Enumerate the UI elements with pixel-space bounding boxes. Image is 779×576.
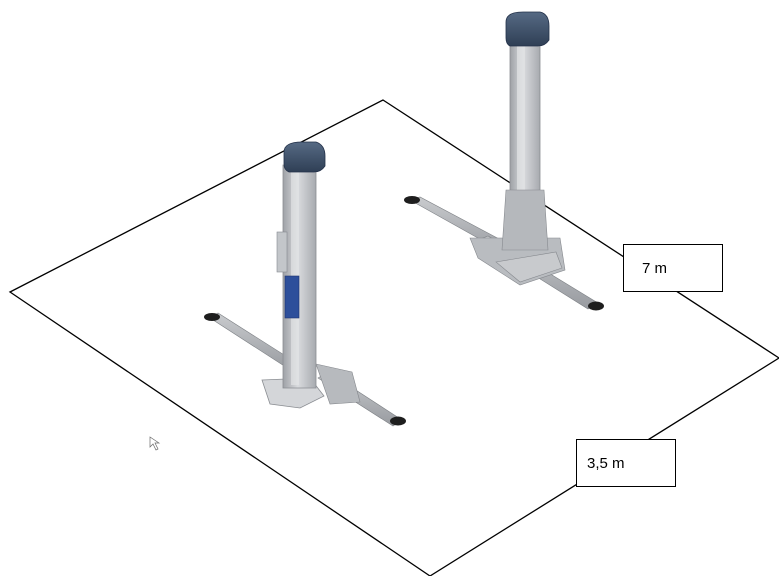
depth-dimension-label: 3,5 m bbox=[576, 439, 676, 487]
floor-footprint-outline bbox=[8, 99, 779, 576]
back-left-pad bbox=[404, 196, 420, 204]
front-lift-column bbox=[204, 141, 406, 427]
back-column-cap bbox=[505, 11, 550, 47]
back-lift-column bbox=[404, 11, 604, 311]
front-right-pad bbox=[390, 416, 406, 426]
back-lift-arms bbox=[404, 196, 604, 311]
front-column-blue-panel bbox=[284, 275, 300, 319]
front-left-pad bbox=[204, 313, 220, 321]
cursor-mark bbox=[149, 436, 161, 451]
front-column-cap bbox=[283, 141, 326, 173]
back-right-pad bbox=[588, 301, 604, 311]
front-lift-arms bbox=[204, 312, 406, 427]
width-dimension-label: 7 m bbox=[623, 244, 723, 292]
